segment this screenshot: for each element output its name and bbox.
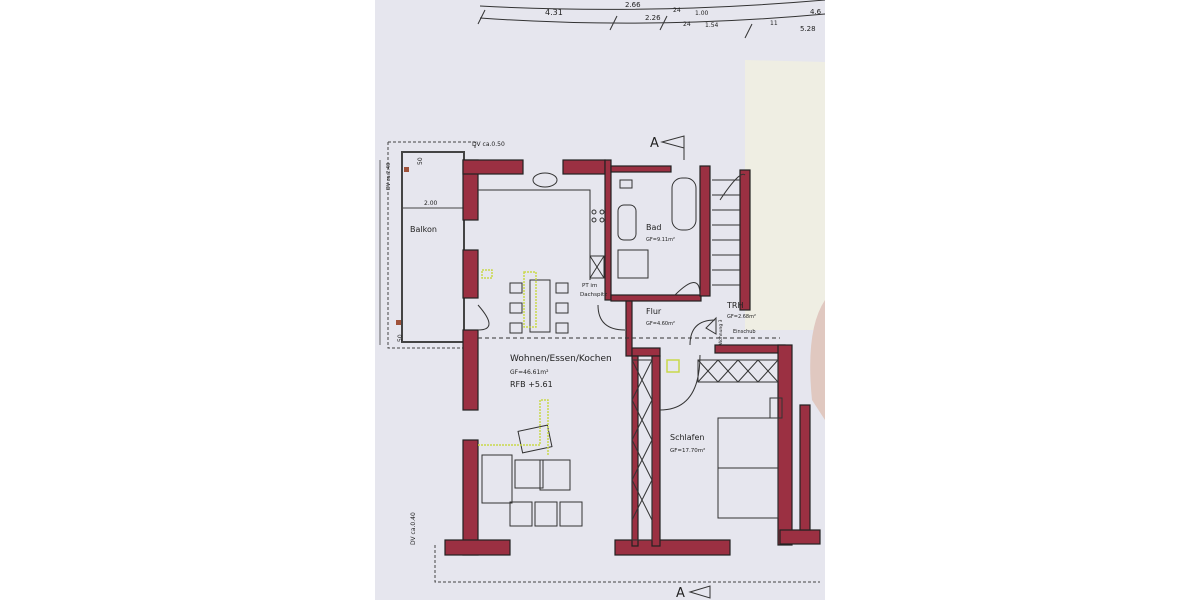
room-area-stair: GF=2.68m² bbox=[727, 314, 756, 320]
dim-label: 4.6 bbox=[810, 8, 822, 16]
dim-label: 5.28 bbox=[800, 25, 816, 33]
section-marker: A bbox=[676, 586, 685, 600]
dim-label: 1.54 bbox=[705, 22, 719, 29]
room-rfb-living: RFB +5.61 bbox=[510, 380, 553, 389]
dim-label: 24 bbox=[683, 21, 691, 28]
apartment-entry-label: Wohnung 3 bbox=[718, 319, 724, 345]
dim-label: 4.31 bbox=[545, 8, 563, 17]
overhang-line bbox=[434, 545, 820, 583]
balcony-dim-top: 50 bbox=[417, 157, 424, 165]
highlight-markings bbox=[478, 269, 680, 455]
pt-label-2: Dachspitz bbox=[580, 292, 607, 298]
room-area-hall: GF=4.60m² bbox=[646, 321, 675, 327]
dv-top-label: DV ca.0.50 bbox=[472, 141, 505, 148]
room-name-bath: Bad bbox=[646, 223, 661, 232]
dim-label: 24 bbox=[673, 7, 681, 14]
balcony-post bbox=[404, 167, 409, 172]
dim-label: 2.66 bbox=[625, 1, 641, 9]
dim-label: 1.00 bbox=[695, 10, 709, 17]
dim-label: 2.26 bbox=[645, 14, 661, 22]
balcony-label: Balkon bbox=[410, 225, 437, 234]
room-area-bath: GF=9.11m² bbox=[646, 237, 675, 243]
room-area-bedroom: GF=17.70m² bbox=[670, 447, 705, 454]
finger-edge bbox=[810, 300, 825, 420]
stair-note: Einschub bbox=[733, 329, 756, 335]
dv-side-label: DV ca.2.40 bbox=[386, 163, 392, 190]
pt-label: PT im bbox=[582, 283, 597, 289]
dv-bottom-label: DV ca.0.40 bbox=[410, 512, 417, 545]
room-area-living: GF=46.61m² bbox=[510, 369, 549, 376]
dim-label: 11 bbox=[770, 20, 778, 27]
section-arrow-icon bbox=[688, 585, 711, 599]
walls bbox=[444, 159, 821, 556]
furniture bbox=[477, 172, 783, 541]
room-name-stair: TRH bbox=[726, 301, 743, 310]
section-marker: A bbox=[650, 136, 659, 151]
room-name-bedroom: Schlafen bbox=[670, 433, 704, 442]
room-name-living: Wohnen/Essen/Kochen bbox=[510, 354, 612, 364]
balcony-post bbox=[396, 320, 401, 325]
dimension-lines bbox=[477, 0, 826, 39]
balcony-dim-bottom: 50 bbox=[397, 334, 404, 342]
balcony bbox=[379, 141, 476, 349]
balcony-width: 2.00 bbox=[424, 200, 438, 207]
sticky-note bbox=[745, 60, 825, 330]
room-name-hall: Flur bbox=[646, 307, 662, 316]
